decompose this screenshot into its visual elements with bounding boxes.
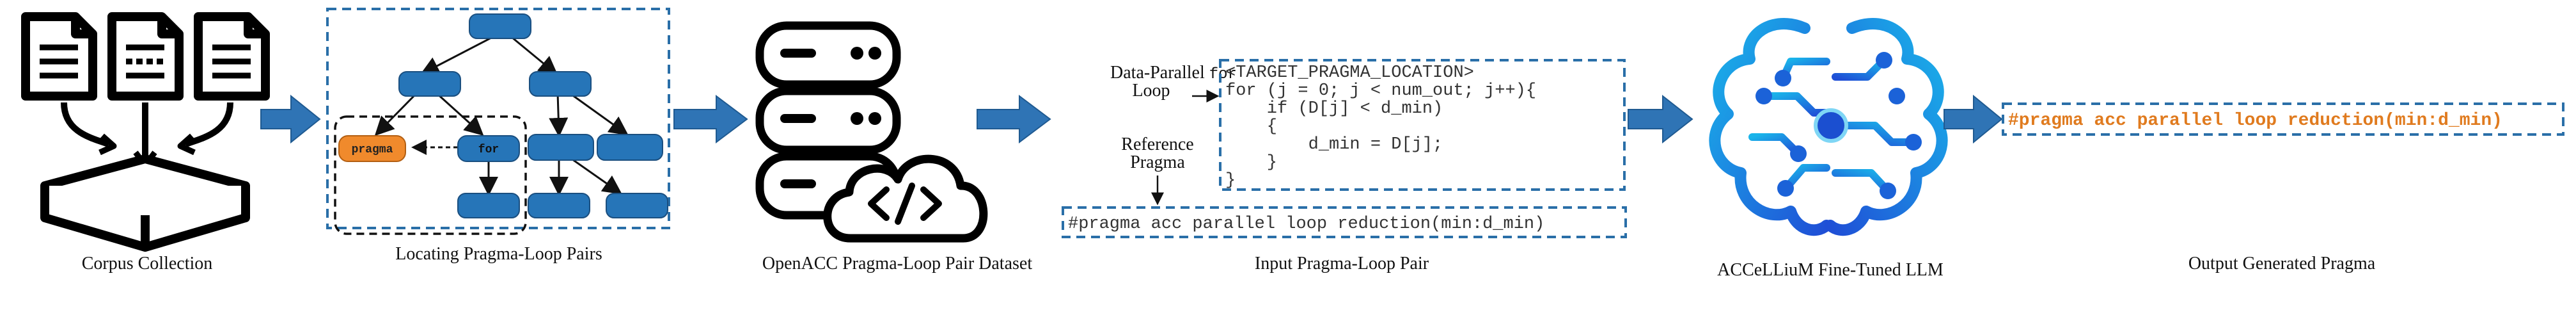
tree-node [457, 193, 520, 218]
stage-label-input: Input Pragma-Loop Pair [1255, 254, 1429, 273]
data-parallel-text: Data-Parallel [1110, 63, 1209, 83]
stage-label-dataset: OpenACC Pragma-Loop Pair Dataset [762, 254, 1032, 273]
code-line: } [1225, 171, 1236, 190]
tree-node [597, 134, 663, 161]
flow-arrow-icon [673, 95, 748, 143]
input-pair-stage: Data-Parallel for Loop Reference Pragma … [1062, 59, 1627, 273]
output-pragma-text: #pragma acc parallel loop reduction(min:… [2008, 111, 2502, 131]
loop-code-box [1219, 59, 1626, 191]
tree-node [606, 193, 668, 218]
reference-pragma-text: #pragma acc parallel loop reduction(min:… [1068, 215, 1544, 234]
data-parallel-for: for [1209, 66, 1237, 83]
tree-edges [374, 36, 629, 196]
cloud-code-icon [823, 154, 988, 243]
tree-node [528, 193, 590, 218]
tree-node [528, 134, 594, 161]
code-line: d_min = D[j]; [1225, 135, 1443, 154]
loop-label: Loop [1132, 81, 1170, 101]
flow-arrow-icon [1944, 94, 2003, 144]
pragma-node [338, 135, 406, 162]
tree-node [398, 71, 461, 97]
output-pragma-box [2002, 102, 2564, 136]
for-node [457, 135, 520, 162]
dataset-stage: OpenACC Pragma-Loop Pair Dataset [755, 21, 1032, 273]
for-node-label: for [478, 143, 499, 156]
flow-arrow-icon [977, 95, 1051, 143]
reference-label: Reference [1121, 135, 1193, 154]
tree-node [529, 71, 592, 97]
tray-icon [40, 154, 250, 252]
tree-panel-border [326, 8, 670, 229]
code-line: <TARGET_PRAGMA_LOCATION> [1225, 63, 1474, 83]
code-line: if (D[j] < d_min) [1225, 99, 1443, 118]
flow-arrow-icon [260, 94, 321, 144]
pair-highlight-box [334, 115, 527, 235]
loop-code-block: <TARGET_PRAGMA_LOCATION> for (j = 0; j <… [1225, 63, 1536, 190]
stage-label-output: Output Generated Pragma [2188, 254, 2376, 273]
stage-label-llm: ACCeLLiuM Fine-Tuned LLM [1717, 260, 1944, 280]
corpus-collection-stage: Corpus Collection [21, 12, 270, 273]
stage-label-locating: Locating Pragma-Loop Pairs [395, 244, 602, 264]
data-parallel-label: Data-Parallel for [1110, 63, 1237, 83]
output-stage: #pragma acc parallel loop reduction(min:… [2002, 102, 2564, 273]
pragma-node-label: pragma [352, 143, 393, 156]
llm-stage: ACCeLLiuM Fine-Tuned LLM [1709, 18, 1948, 280]
code-line: } [1225, 153, 1277, 172]
brain-circuit-icon [1709, 18, 1948, 236]
reference-pragma-box [1062, 206, 1627, 238]
flow-arrow-icon [1628, 94, 1693, 144]
pragma-label: Pragma [1130, 152, 1185, 172]
documents-icon [21, 12, 270, 101]
code-line: { [1225, 117, 1277, 136]
locating-pairs-stage: pragma for Locating Pragma-Loop Pairs [326, 8, 670, 264]
tree-nodes [398, 13, 668, 218]
code-line: for (j = 0; j < num_out; j++){ [1225, 81, 1536, 101]
tree-node-root [469, 13, 531, 39]
stage-label-corpus: Corpus Collection [82, 254, 213, 273]
